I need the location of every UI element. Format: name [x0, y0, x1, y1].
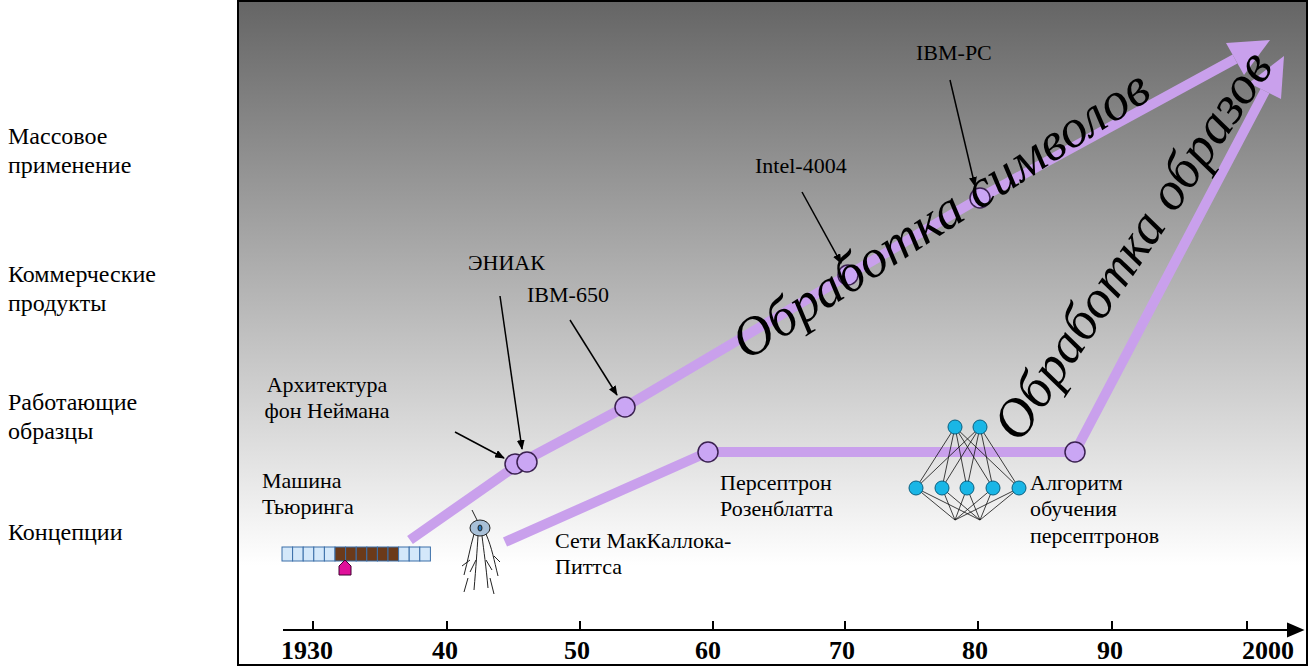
- milestone-label: Персептрон Розенблатта: [720, 470, 850, 523]
- year-label: 50: [564, 635, 590, 666]
- tape-head: [339, 560, 351, 575]
- level-label: Концепции: [8, 518, 178, 547]
- year-label: 2000: [1242, 635, 1294, 666]
- time-axis: [283, 621, 1302, 636]
- year-label: 40: [432, 635, 458, 666]
- level-label: Коммерческие продукты: [8, 260, 178, 318]
- level-label: Массовое применение: [8, 122, 178, 180]
- milestone-label: Машина Тьюринга: [262, 468, 382, 521]
- milestone-label: Архитектура фон Неймана: [252, 372, 402, 425]
- year-label: 90: [1097, 635, 1123, 666]
- neuron-icon: [462, 510, 500, 594]
- milestone-label: IBM-PC: [916, 40, 992, 66]
- level-label: Работающие образцы: [8, 388, 178, 446]
- panel: [238, 1, 1307, 665]
- year-label: 1930: [281, 635, 333, 666]
- milestone-label: IBM-650: [527, 282, 609, 308]
- year-label: 60: [695, 635, 721, 666]
- milestone-label: Алгоритм обучения персептронов: [1030, 470, 1172, 549]
- milestone-label: ЭНИАК: [468, 250, 545, 276]
- year-label: 80: [962, 635, 988, 666]
- milestone-label: Intel-4004: [755, 153, 847, 179]
- year-label: 70: [829, 635, 855, 666]
- milestone-label: Сети МакКаллока-Питтса: [555, 528, 760, 581]
- turing-tape: [282, 547, 430, 561]
